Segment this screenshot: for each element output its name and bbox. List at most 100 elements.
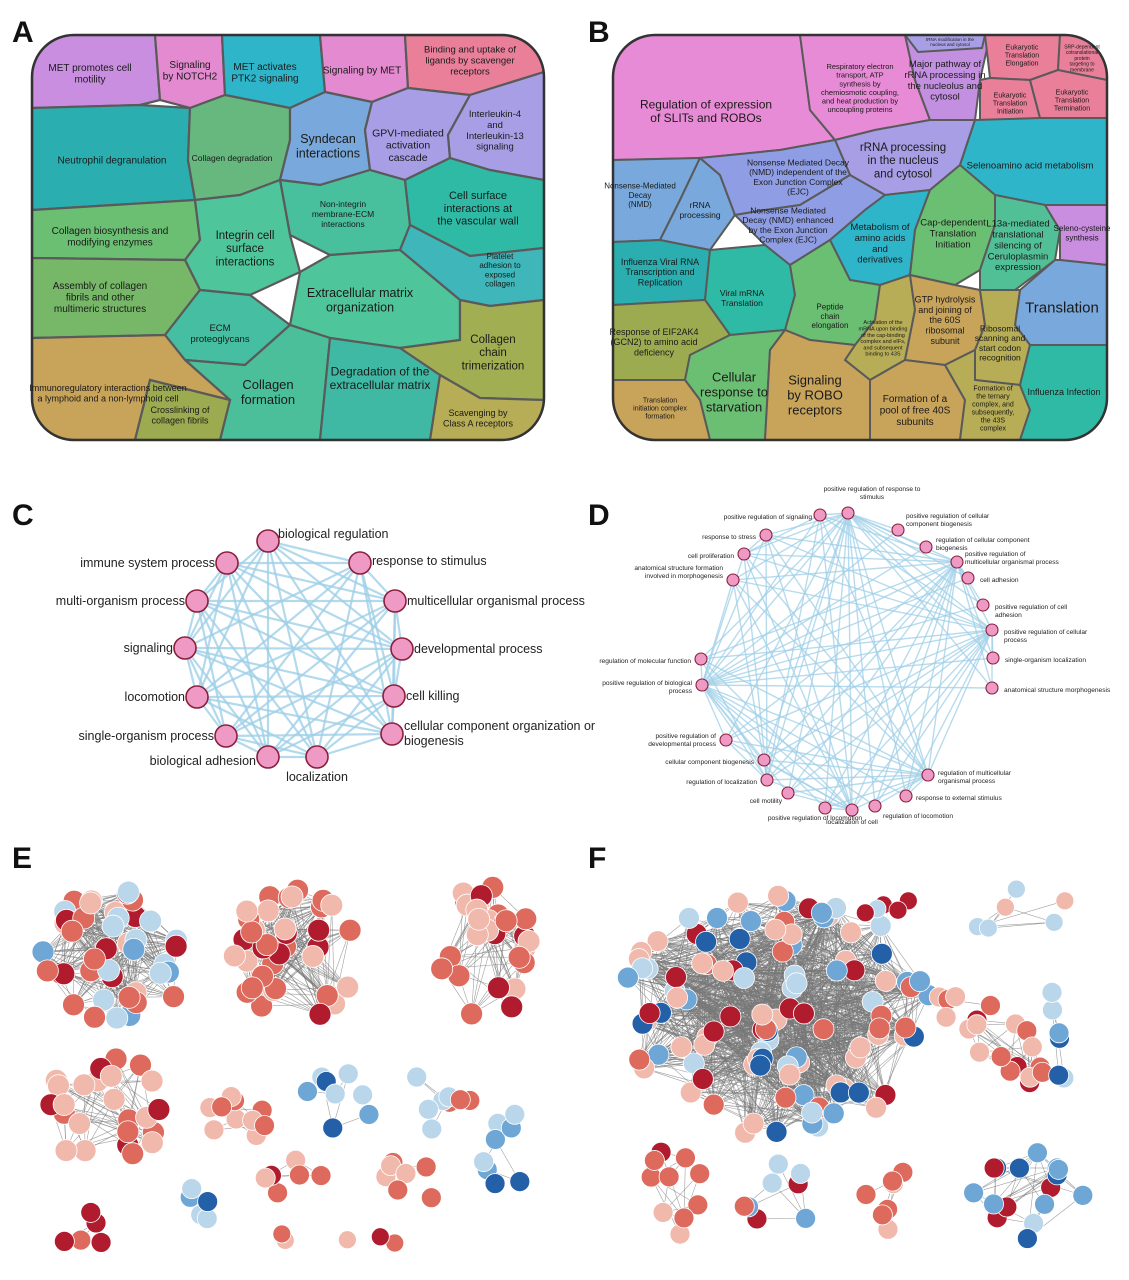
go-node-cell-killing: [382, 684, 406, 708]
ppi-edge: [674, 907, 837, 992]
go-edge: [763, 759, 929, 776]
ppi-node: [487, 976, 510, 1000]
ppi-node: [646, 930, 669, 953]
go-label-cell-killing: cell killing: [406, 689, 460, 703]
ppi-node: [473, 1151, 495, 1173]
ppi-node: [52, 1093, 76, 1117]
ppi-node: [790, 1163, 811, 1184]
go-node-cell-adhesion: [961, 571, 975, 585]
go-node-positive-regulation-of-cell-adhesion: [976, 598, 990, 612]
go-label-developmental-process: developmental process: [414, 642, 543, 656]
go-edge: [225, 562, 270, 758]
panel-letter-c: C: [12, 499, 34, 532]
ppi-node: [273, 917, 297, 941]
go-edge: [787, 774, 929, 794]
go-node-developmental-process: [390, 637, 414, 661]
go-edge: [225, 648, 403, 737]
ppi-edge: [63, 973, 130, 998]
go-label-response-to-stimulus: response to stimulus: [372, 554, 487, 568]
ppi-node: [687, 1194, 709, 1216]
ppi-node: [310, 1165, 332, 1186]
ppi-node: [494, 909, 518, 933]
go-edge: [763, 629, 993, 761]
ppi-edge: [647, 917, 718, 969]
ppi-node: [280, 885, 304, 909]
go-node-positive-regulation-of-cellular-componen: [891, 523, 905, 537]
ppi-edge: [326, 905, 333, 996]
ppi-node: [387, 1179, 409, 1201]
go-edge: [226, 561, 396, 603]
go-edge: [765, 534, 853, 811]
ppi-node: [1042, 999, 1063, 1021]
panel-letter-d: D: [588, 499, 610, 532]
ppi-node: [289, 1164, 310, 1186]
ppi-node: [765, 1120, 788, 1143]
ppi-node: [421, 1118, 443, 1140]
go-edge: [267, 600, 396, 758]
ppi-node: [869, 914, 892, 937]
go-edge: [743, 514, 821, 555]
go-edge: [267, 539, 361, 565]
treemap-cell-translation-initiation-complex-formation: [613, 379, 712, 440]
go-node-response-to-external-stimulus: [899, 789, 913, 803]
treemap-cell-scavenging-by-class-a-receptors: [428, 373, 544, 440]
ppi-node: [678, 907, 700, 929]
go-edge: [765, 534, 993, 631]
ppi-edge: [643, 929, 776, 1069]
go-edge: [847, 512, 929, 776]
go-node-cellular-component-biogenesis: [757, 753, 771, 767]
treemap-label-signaling-by-met: Signaling by MET: [323, 66, 401, 77]
go-node-positive-regulation-of-developmental-pro: [719, 733, 733, 747]
go-edge: [184, 540, 269, 649]
go-edge: [765, 512, 849, 536]
go-edge: [701, 657, 994, 686]
go-label-cell-motility: cell motility: [750, 798, 783, 805]
go-edge: [225, 732, 393, 738]
ppi-node: [870, 942, 893, 965]
go-label-multi-organism-process: multi-organism process: [56, 594, 185, 608]
treemap-a-border: [30, 33, 546, 442]
ppi-node: [767, 884, 790, 907]
ppi-node: [695, 930, 717, 953]
ppi-node: [665, 966, 687, 989]
go-label-biological-adhesion: biological adhesion: [150, 754, 256, 768]
ppi-node: [72, 1073, 96, 1097]
go-node-anatomical-structure-formation-involved-: [726, 573, 740, 587]
ppi-node: [181, 1178, 203, 1200]
ppi-node: [969, 1041, 990, 1063]
ppi-node: [733, 1195, 755, 1217]
ppi-node: [509, 1171, 531, 1192]
go-edge: [905, 629, 993, 797]
ppi-node: [767, 1153, 789, 1175]
go-label-locomotion: locomotion: [125, 690, 185, 704]
go-edge: [851, 774, 929, 811]
go-edge: [701, 684, 907, 797]
ppi-node: [616, 966, 639, 989]
go-node-positive-regulation-of-response-to-stimu: [841, 506, 855, 520]
ppi-edge: [713, 1104, 813, 1124]
go-node-cellular-component-organization-or-bioge: [380, 722, 404, 746]
treemap-label-translation: Translation: [1025, 299, 1099, 316]
go-edge: [700, 629, 993, 660]
ppi-edge: [686, 902, 739, 1000]
ppi-edge: [993, 1152, 1038, 1205]
ppi-node: [301, 945, 325, 968]
